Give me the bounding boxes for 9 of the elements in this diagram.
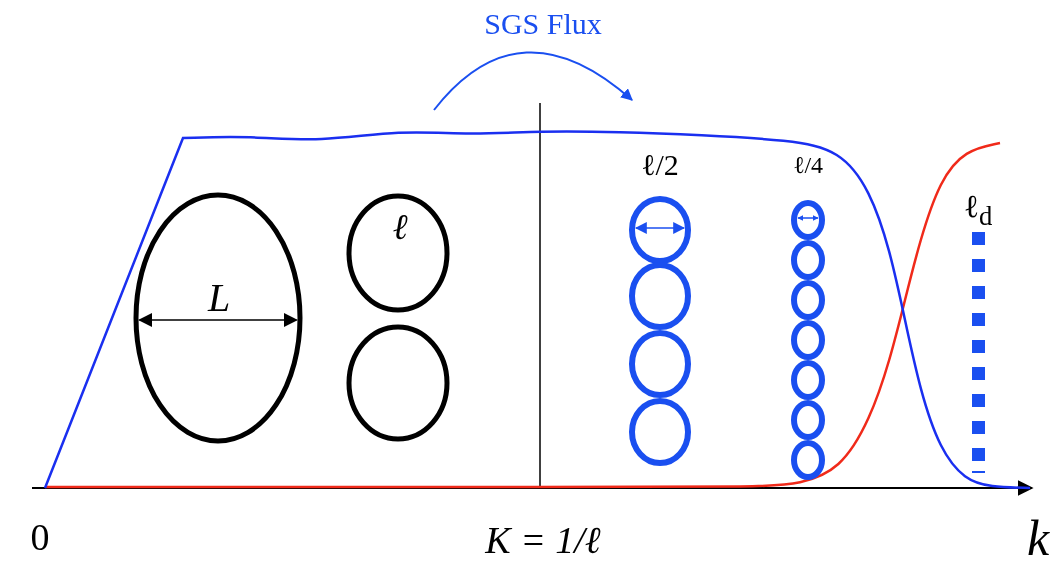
scale-label: L bbox=[207, 278, 231, 318]
axis-origin-label: 0 bbox=[30, 518, 50, 556]
scale-label: ℓ$_{d}$ bbox=[963, 190, 993, 230]
scale-label: ℓ/4 bbox=[792, 153, 824, 177]
scale-label: ℓ/2 bbox=[641, 150, 679, 180]
axis-title: k bbox=[1026, 513, 1050, 563]
cutoff-label: K = 1/ℓ bbox=[485, 521, 601, 559]
scale-label: ℓ bbox=[392, 209, 408, 245]
flux-label: SGS Flux bbox=[484, 9, 602, 39]
